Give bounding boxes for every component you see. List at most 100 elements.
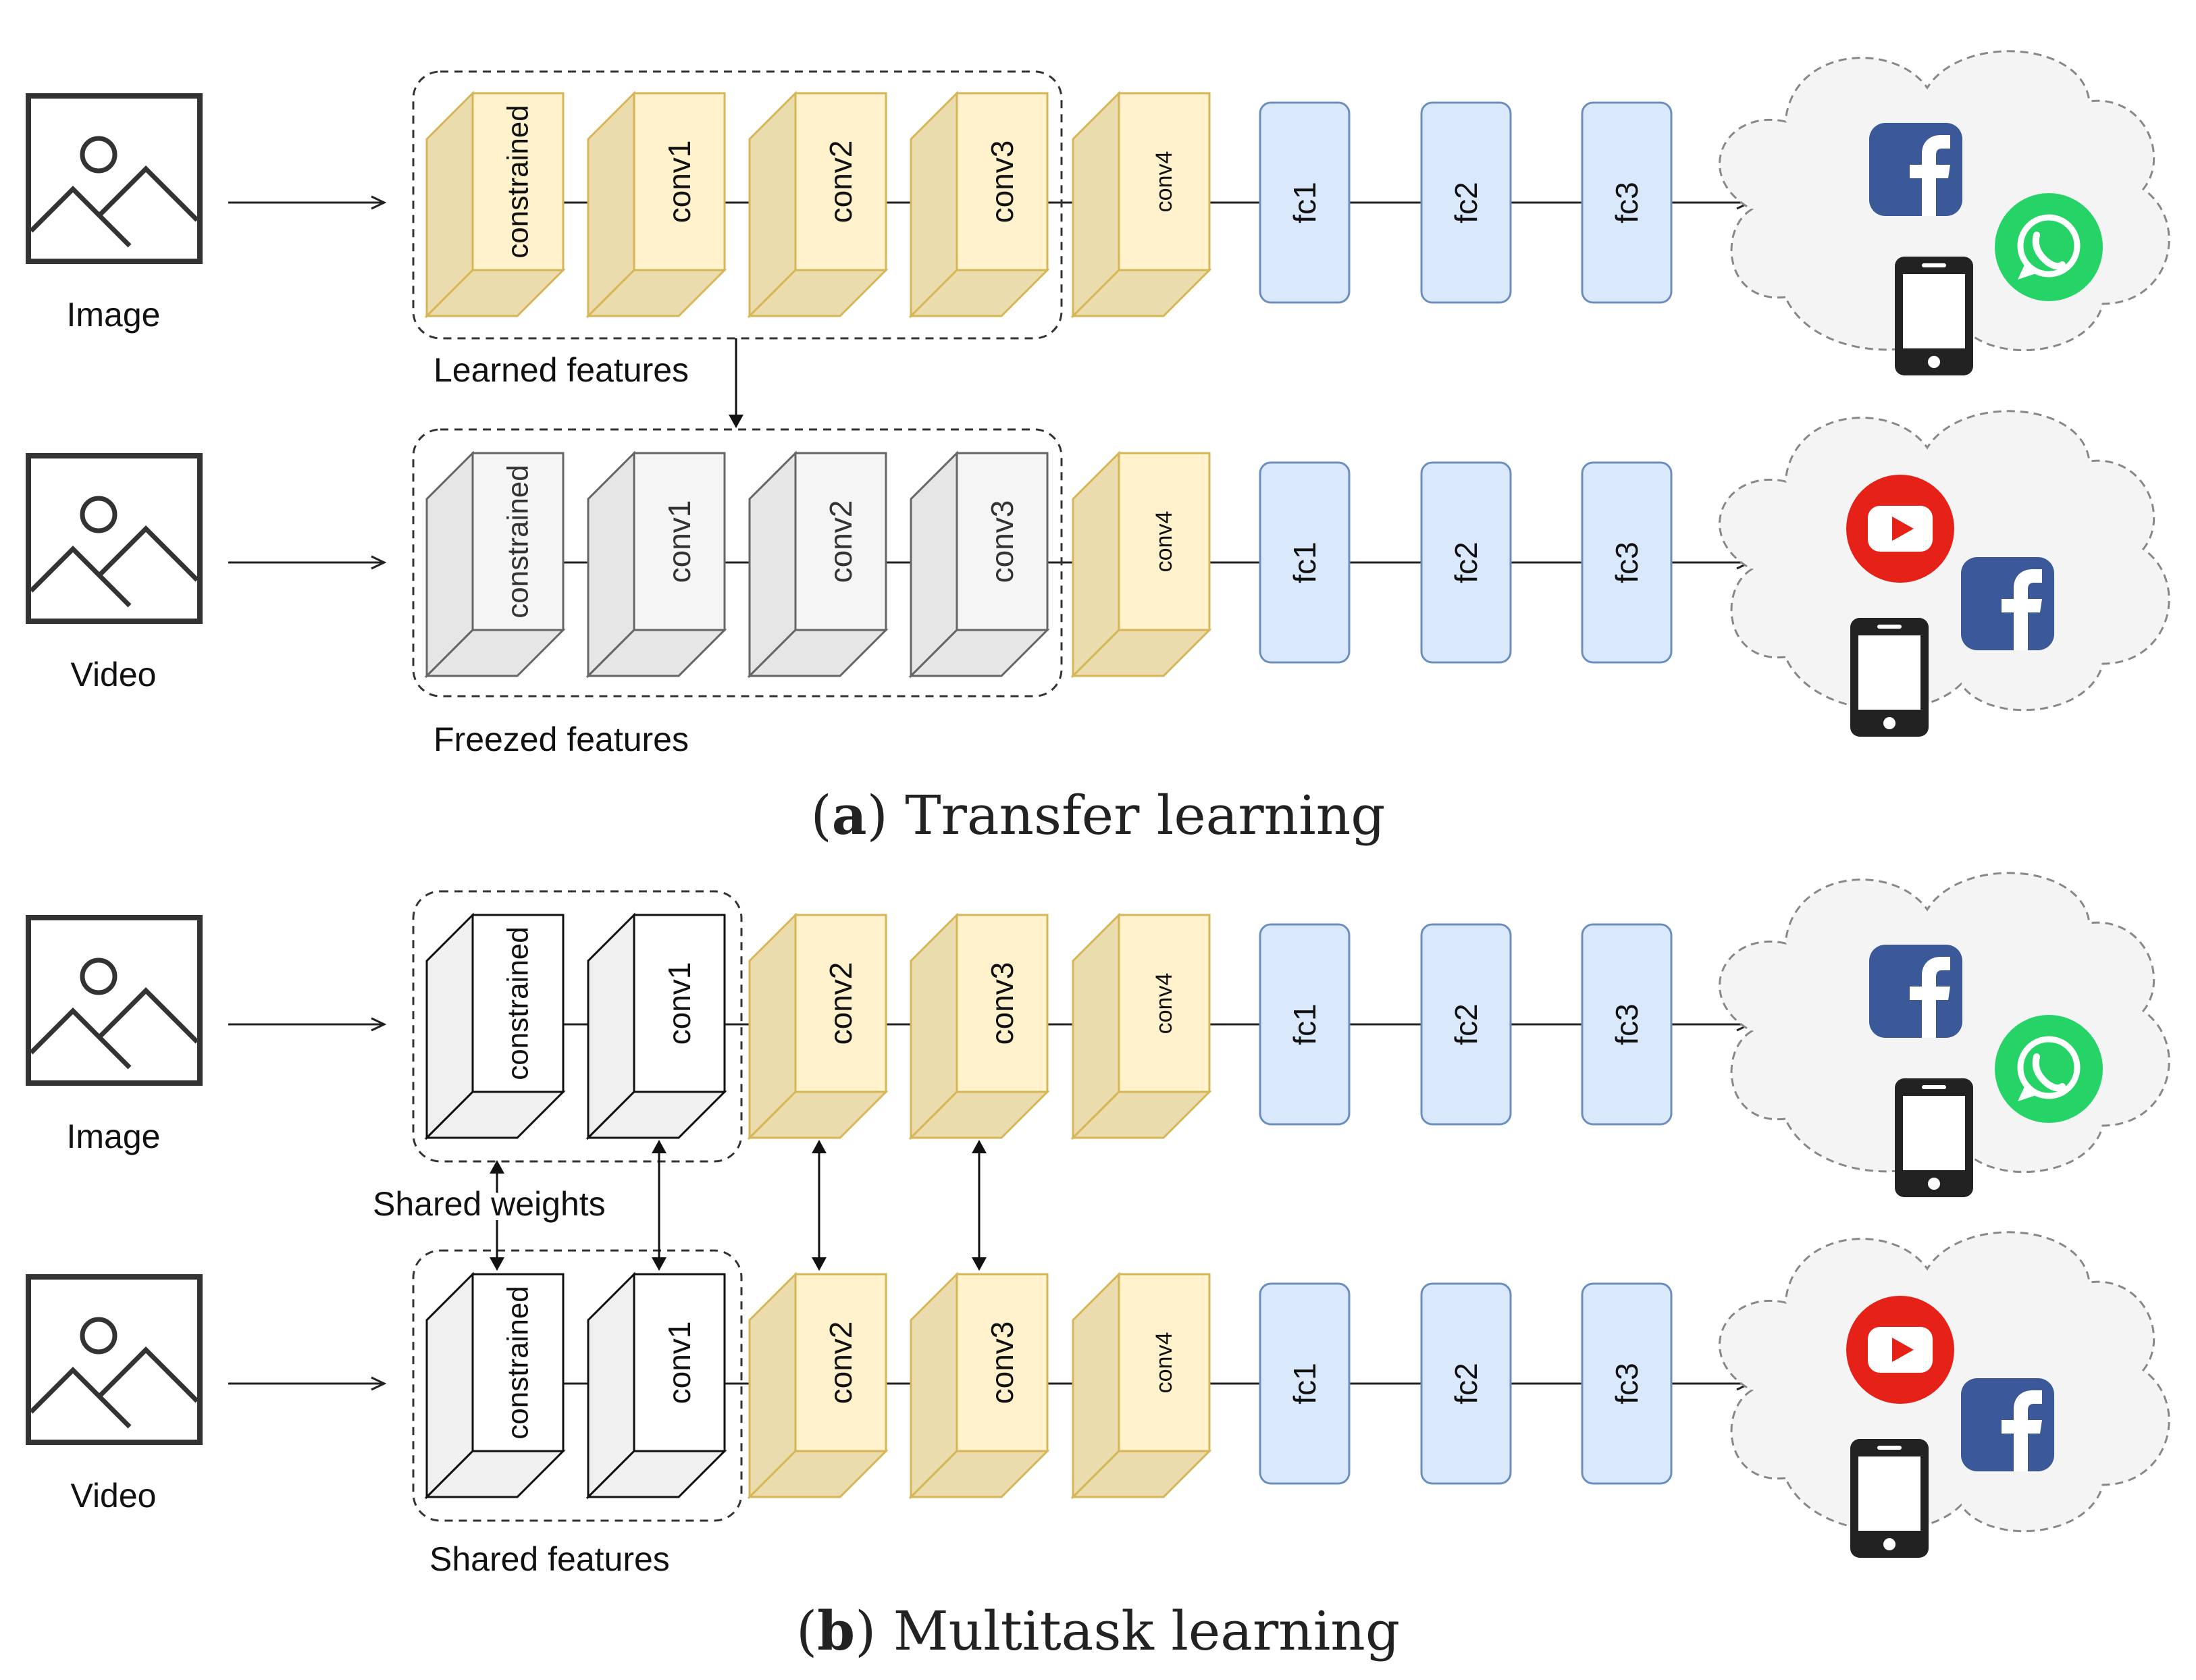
conv-layer-block: conv3 <box>908 912 1050 1140</box>
learned-features-label: Learned features <box>434 351 689 389</box>
layer-front-face <box>956 1273 1049 1452</box>
conv-layer-block: conv2 <box>747 912 889 1140</box>
layer-label: constrained <box>502 1286 535 1439</box>
fc-layer-label: fc3 <box>1609 542 1644 583</box>
fc-layer-label: fc1 <box>1287 1363 1322 1404</box>
layer-front-face <box>471 914 565 1093</box>
layer-label: conv1 <box>662 500 697 583</box>
caption-b-text: Multitask learning <box>893 1600 1401 1662</box>
layer-label: constrained <box>502 465 535 618</box>
conv-layer-block: conv4 <box>1070 90 1212 319</box>
conv-layer-block: conv1 <box>585 1271 727 1500</box>
layer-label: conv1 <box>662 962 697 1045</box>
shared-features-box-top <box>412 890 743 1163</box>
fc-layer-block <box>1581 461 1673 664</box>
fc-layer-block <box>1420 101 1512 304</box>
layer-front-face <box>471 452 565 631</box>
phone-icon <box>1850 1439 1929 1558</box>
image-input-icon <box>26 1274 203 1445</box>
shared-features-label: Shared features <box>429 1540 670 1578</box>
conv-layer-block: conv1 <box>585 912 727 1140</box>
caption-a-letter: a <box>831 783 867 847</box>
fc-layer-label: fc2 <box>1448 182 1484 223</box>
youtube-icon <box>1846 475 1954 583</box>
phone-icon <box>1850 618 1929 737</box>
layer-front-face <box>1118 452 1211 631</box>
fc-layer-label: fc2 <box>1448 1003 1484 1045</box>
image-input-icon <box>26 93 203 264</box>
layer-label: conv2 <box>823 962 858 1045</box>
fc-layer-label: fc2 <box>1448 1363 1484 1404</box>
layer-front-face <box>794 914 887 1093</box>
layer-front-face <box>956 92 1049 271</box>
group-boxes <box>412 70 1063 1522</box>
layer-label: constrained <box>502 926 535 1080</box>
fc-layer-label: fc1 <box>1287 182 1322 223</box>
fc-layer-label: fc2 <box>1448 542 1484 583</box>
caption-b: (b) Multitask learning <box>795 1599 1401 1662</box>
fc-layer-block <box>1420 923 1512 1126</box>
facebook-icon <box>1869 123 1962 216</box>
conv-layer-block: conv4 <box>1070 1271 1212 1500</box>
cross-connections <box>490 338 987 1271</box>
cloud-outline <box>1719 1231 2170 1533</box>
phone-icon <box>1895 1078 1973 1197</box>
layer-front-face <box>956 914 1049 1093</box>
facebook-icon <box>1961 557 2054 650</box>
fc-layer-block <box>1259 923 1351 1126</box>
shared-weights-label: Shared weights <box>373 1185 606 1223</box>
whatsapp-icon <box>1995 193 2103 301</box>
layer-label: constrained <box>502 105 535 258</box>
fc-layer-label: fc3 <box>1609 182 1644 223</box>
layer-front-face <box>794 452 887 631</box>
layer-label: conv3 <box>985 140 1020 224</box>
layer-front-face <box>633 452 726 631</box>
layer-front-face <box>794 92 887 271</box>
conv-layer-block: conv4 <box>1070 912 1212 1140</box>
cloud-shape <box>1719 1231 2170 1533</box>
layer-front-face <box>633 92 726 271</box>
freezed-features-box <box>412 428 1063 698</box>
conv-layer-block: constrained <box>424 90 566 319</box>
layer-label: conv1 <box>662 140 697 224</box>
caption-a-text: Transfer learning <box>905 784 1386 847</box>
layer-front-face <box>471 1273 565 1452</box>
conv-layer-block: conv3 <box>908 450 1050 679</box>
conv-layer-block: constrained <box>424 1271 566 1500</box>
fc-layer-block <box>1581 1282 1673 1485</box>
fc-layer-block <box>1259 101 1351 304</box>
whatsapp-icon <box>1995 1015 2103 1123</box>
fc-layer-block <box>1259 461 1351 664</box>
caption-b-letter: b <box>817 1599 856 1662</box>
layer-front-face <box>471 92 565 271</box>
conv-layer-block: conv3 <box>908 1271 1050 1500</box>
input-label: Video <box>71 1477 157 1515</box>
phone-icon <box>1895 257 1973 375</box>
conv-layer-block: conv1 <box>585 90 727 319</box>
layer-label: conv3 <box>985 1321 1020 1405</box>
fc-layer-label: fc1 <box>1287 542 1322 583</box>
layer-front-face <box>633 1273 726 1452</box>
fc-layer-label: fc3 <box>1609 1363 1644 1404</box>
image-input-icon <box>26 453 203 624</box>
cloud-shape <box>1719 410 2170 712</box>
fc-layer-block <box>1581 101 1673 304</box>
conv-layer-block: conv4 <box>1070 450 1212 679</box>
layer-label: conv2 <box>823 500 858 583</box>
cloud-outline <box>1719 410 2170 712</box>
input-label: Video <box>71 656 157 693</box>
layer-label: conv4 <box>1151 973 1177 1034</box>
shared-features-box-bottom <box>412 1249 743 1522</box>
layer-label: conv1 <box>662 1321 697 1405</box>
youtube-icon <box>1846 1296 1954 1404</box>
layer-label: conv4 <box>1151 1332 1177 1394</box>
learned-features-box <box>412 70 1063 340</box>
caption-a: (a) Transfer learning <box>810 783 1386 847</box>
conv-layer-block: constrained <box>424 450 566 679</box>
layer-front-face <box>1118 92 1211 271</box>
